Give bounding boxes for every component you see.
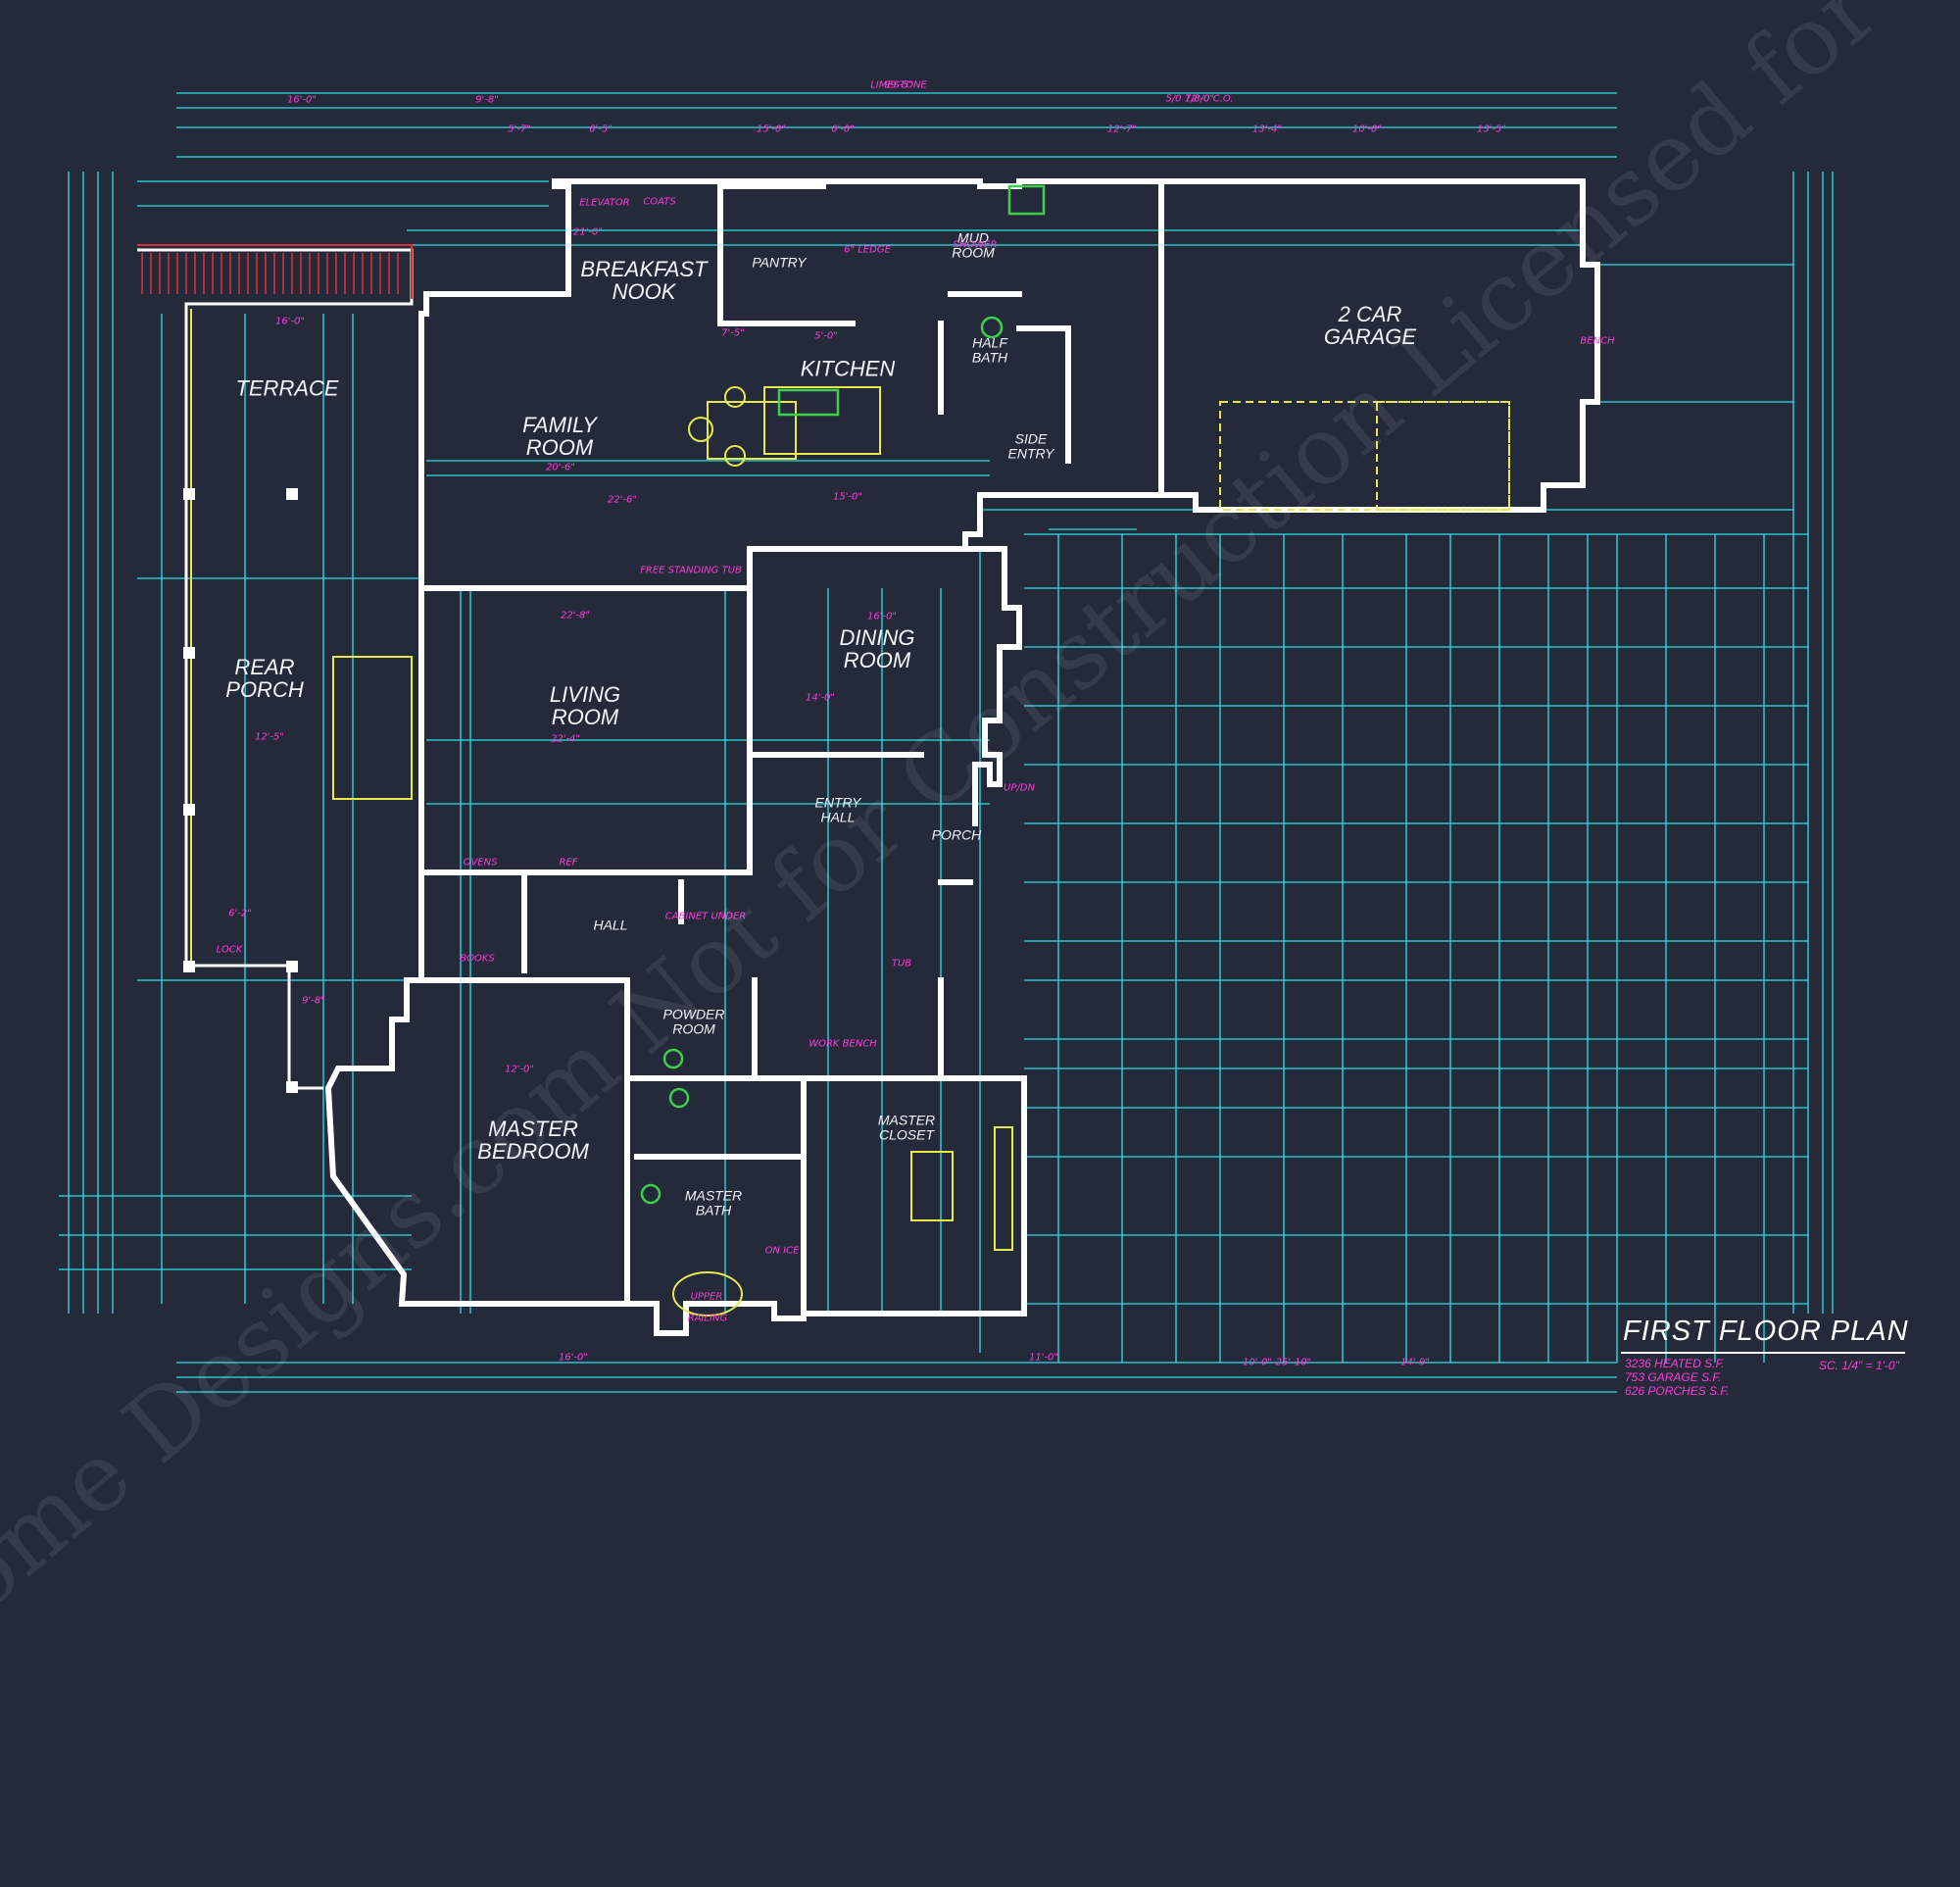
dimension-text: 6'-0" (831, 124, 855, 135)
fixtures (672, 386, 1510, 1316)
title-block: FIRST FLOOR PLAN 3236 HEATED S.F. 753 GA… (1617, 1312, 1911, 1410)
dimension-text: 16'-0" (274, 316, 306, 327)
dimension-text: 12'-5" (254, 731, 285, 743)
room-label-master-bath: MASTER BATH (684, 1187, 743, 1217)
dimension-text: 15'-0" (832, 491, 863, 503)
dimension-text: 12'-7" (1106, 124, 1138, 135)
dimension-text: UPPER (690, 1291, 723, 1303)
dimension-text: WORK BENCH (808, 1038, 877, 1050)
room-label-master-bedroom: MASTER BEDROOM (477, 1116, 589, 1164)
garage-sf: 753 GARAGE S.F. (1625, 1370, 1722, 1384)
terrace-columns (183, 488, 298, 1093)
dimension-text: RAILING (687, 1313, 728, 1324)
dimension-text: 14'-0" (805, 692, 836, 704)
room-label-rear-porch: REAR PORCH (225, 654, 304, 702)
room-label-living-room: LIVING ROOM (549, 681, 621, 729)
dimension-text: LIMESTONE (870, 79, 927, 91)
dimension-text: 16'-0" (286, 94, 318, 106)
dimension-text: COATS (643, 196, 676, 208)
dimension-text: 20'-6" (545, 462, 576, 473)
dimension-text: BOOKS (460, 953, 495, 965)
plan-scale: SC. 1/4" = 1'-0" (1819, 1359, 1899, 1372)
terrace-stairs (141, 253, 399, 294)
heated-sf: 3236 HEATED S.F. (1625, 1357, 1725, 1370)
dimension-text: 9'-8" (302, 995, 325, 1007)
dimension-text: 7'-5" (721, 327, 745, 339)
room-label-family-room: FAMILY ROOM (522, 412, 597, 460)
dimension-text: 22'-8" (560, 610, 591, 621)
dimension-text: LOCK (216, 944, 243, 956)
green-fixtures (640, 184, 1046, 1205)
dimension-text: 10'-0" (1351, 124, 1383, 135)
dimension-text: 16'-0" (866, 611, 898, 622)
dimension-text: 11'-0" (1028, 1352, 1059, 1364)
room-label-pantry: PANTRY (752, 254, 807, 271)
plan-title: FIRST FLOOR PLAN (1623, 1316, 1909, 1347)
dimension-text: 5'-7" (508, 124, 531, 135)
dimension-text: 25'-10" (1275, 1357, 1312, 1368)
dimension-text: 13'-4" (1251, 124, 1283, 135)
room-label-mud-room: MUD ROOM (952, 229, 995, 260)
room-label-half-bath: HALF BATH (971, 334, 1008, 365)
dimension-text: 6'-2" (228, 908, 252, 919)
dimension-text: 12'-0" (504, 1064, 535, 1075)
room-label-breakfast-nook: BREAKFAST NOOK (580, 256, 708, 304)
dimension-grid (59, 92, 1834, 1393)
dimension-text: 99'-5" (883, 79, 914, 91)
dimension-text: ELEVATOR (579, 197, 630, 209)
room-label-entry-hall: ENTRY HALL (814, 794, 861, 824)
room-label-porch: PORCH (931, 826, 982, 843)
dimension-text: 22'-4" (550, 733, 581, 745)
room-label-dining-room: DINING ROOM (839, 624, 915, 672)
room-label-kitchen: KITCHEN (800, 356, 896, 381)
walls (324, 178, 1600, 1336)
dimension-text: 9'-8" (475, 94, 499, 106)
room-label-powder-room: POWDER ROOM (662, 1006, 725, 1036)
dimension-text: 15'-0" (756, 124, 787, 135)
terrace-outline (137, 244, 414, 1090)
dimension-text: 5'-0" (814, 330, 838, 342)
room-label-terrace: TERRACE (235, 375, 339, 401)
dimension-text: 72'-0" (1184, 93, 1215, 105)
floor-plan-drawing (59, 92, 1834, 1393)
room-label-hall: HALL (593, 917, 628, 933)
room-label-side-entry: SIDE ENTRY (1007, 430, 1054, 461)
dimension-text: 22'-6" (607, 494, 638, 506)
porches-sf: 626 PORCHES S.F. (1625, 1384, 1730, 1398)
room-label-garage: 2 CAR GARAGE (1323, 301, 1417, 349)
dimension-text: CABINET UNDER (664, 911, 747, 922)
room-label-master-closet: MASTER CLOSET (877, 1112, 936, 1142)
dimension-text: OVENS (463, 857, 498, 869)
dimension-text: FREE STANDING TUB (640, 565, 742, 576)
dimension-text: 21'-0" (572, 226, 604, 238)
dimension-text: REF (559, 857, 578, 869)
dimension-text: BENCH (1580, 335, 1615, 347)
dimension-text: 14'-9" (1399, 1357, 1431, 1368)
dimension-text: TUB (891, 958, 912, 969)
dimension-text: 10'-0" (1242, 1357, 1273, 1368)
title-underline (1621, 1352, 1905, 1354)
dimension-text: 13'-5" (1476, 124, 1507, 135)
dimension-text: UP/DN (1004, 782, 1035, 794)
dimension-text: 6" LEDGE (844, 244, 891, 256)
dimension-text: SHOWER (953, 239, 998, 251)
dimension-text: 5/0 1/8/0 C.O. (1165, 93, 1234, 105)
dimension-text: ON ICE (764, 1245, 800, 1257)
dimension-text: 6'-5" (589, 124, 612, 135)
dimension-text: 16'-0" (558, 1352, 589, 1364)
